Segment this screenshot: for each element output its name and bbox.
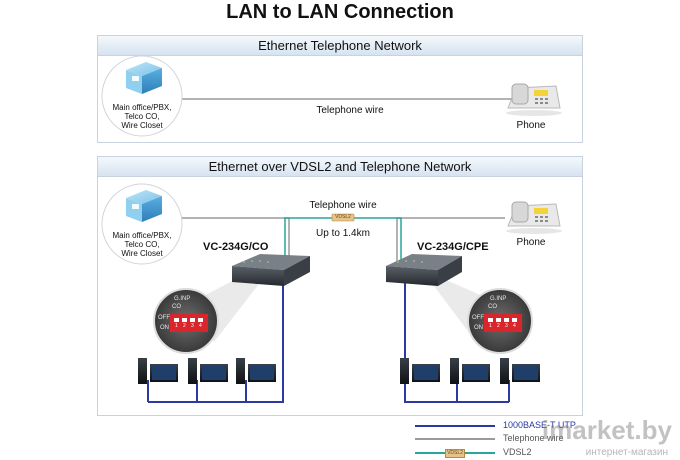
co-model-label: VC-234G/CO [203,241,269,253]
office-caption: Main office/PBX, Telco CO, Wire Closet [107,103,177,130]
computer-icon [400,358,440,384]
computer-icon [188,358,228,384]
legend-label: 1000BASE-T UTP [503,420,576,430]
office-caption-line: Main office/PBX, [112,231,172,240]
office-caption: Main office/PBX, Telco CO, Wire Closet [107,231,177,258]
legend: 1000BASE-T UTP Telephone wire VDSL2 VDSL… [415,420,585,460]
dip-number: 2 [183,323,186,329]
panel-header: Ethernet over VDSL2 and Telephone Networ… [98,157,582,177]
dip-ginp-label: G.INP [174,296,191,302]
dip-number: 4 [199,323,202,329]
office-caption-line: Telco CO, [124,240,160,249]
computer-icon [236,358,276,384]
office-caption-line: Wire Closet [121,121,163,130]
legend-vdsl2-tag: VDSL2 [445,449,465,458]
vdsl2-tag-label: VDSL2 [335,214,351,220]
vc-234g-co-device [232,254,310,286]
dip-number: 3 [505,323,508,329]
dip-switch-zoom-right [467,288,533,354]
telephone-wire-label: Telephone wire [309,200,377,211]
office-caption-line: Telco CO, [124,112,160,121]
phone-icon [506,201,562,234]
watermark: imarket.by [541,415,672,445]
legend-label: Telephone wire [503,433,564,443]
vdsl2-link [284,217,402,262]
legend-swatch-utp [415,425,495,427]
dip-switch-zoom-left [153,288,219,354]
phone-icon [506,83,562,116]
dip-on-label: ON [160,325,169,331]
dip-off-label: OFF [472,315,484,321]
page-title: LAN to LAN Connection [226,1,454,23]
office-pbx-icon [101,183,183,265]
distance-label: Up to 1.4km [316,228,370,239]
cpe-model-label: VC-234G/CPE [417,241,489,253]
dip-co-label: CO [488,304,497,310]
legend-row-phone: Telephone wire [415,433,585,445]
watermark-subtitle: интернет-магазин [585,447,668,458]
phone-label: Phone [516,120,546,131]
utp-cables-left [147,283,284,403]
phone-label: Phone [516,237,546,248]
computer-icon [500,358,540,384]
panel-header: Ethernet Telephone Network [98,36,582,56]
vdsl2-tag [331,213,355,222]
telephone-wire-label: Telephone wire [316,105,384,116]
legend-row-utp: 1000BASE-T UTP [415,420,585,432]
dip-number: 1 [489,323,492,329]
dip-ginp-label: G.INP [490,296,507,302]
computer-icon [450,358,490,384]
legend-row-vdsl2: VDSL2 VDSL2 [415,447,585,459]
dip-off-label: OFF [158,315,170,321]
dip-on-label: ON [474,325,483,331]
dip-number: 2 [497,323,500,329]
dip-number: 1 [175,323,178,329]
legend-label: VDSL2 [503,447,532,457]
computer-icon [138,358,178,384]
dip-number: 3 [191,323,194,329]
office-caption-line: Main office/PBX, [112,103,172,112]
office-caption-line: Wire Closet [121,249,163,258]
legend-swatch-phone [415,438,495,440]
dip-number: 4 [513,323,516,329]
dip-co-label: CO [172,304,181,310]
vc-234g-cpe-device [386,254,462,286]
office-pbx-icon [101,55,183,137]
